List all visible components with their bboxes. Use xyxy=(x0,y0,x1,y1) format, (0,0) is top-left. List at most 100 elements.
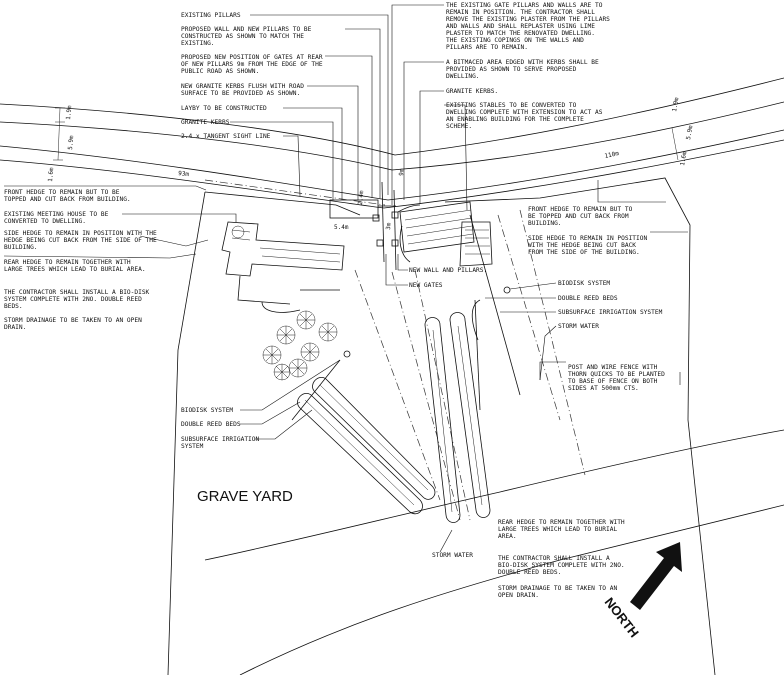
note-gate-pillars-5: PLASTER TO MATCH THE RENOVATED DWELLING. xyxy=(446,30,595,37)
dim-5-9-right: 5.9m xyxy=(685,125,694,141)
note-subsurface-right: SUBSURFACE IRRIGATION SYSTEM xyxy=(558,309,663,316)
note-side-hedge-left-1: SIDE HEDGE TO REMAIN IN POSITION WITH TH… xyxy=(4,230,157,237)
notes-bottom-right: REAR HEDGE TO REMAIN TOGETHER WITH LARGE… xyxy=(498,519,625,599)
note-storm-left-1: STORM DRAINAGE TO BE TAKEN TO AN OPEN xyxy=(4,317,142,324)
note-meeting-house-2: CONVERTED TO DWELLING. xyxy=(4,218,86,225)
stables-building xyxy=(399,201,493,267)
note-rear-hedge-right-2: LARGE TREES WHICH LEAD TO BURIAL xyxy=(498,526,617,533)
note-stables-3: AN ENABLING BUILDING FOR THE COMPLETE xyxy=(446,116,584,123)
note-storm-right-1: STORM DRAINAGE TO BE TAKEN TO AN xyxy=(498,585,617,592)
note-rear-hedge-right-3: AREA. xyxy=(498,533,517,540)
note-gate-pillars-7: PILLARS ARE TO REMAIN. xyxy=(446,44,528,51)
note-granite-kerbs-left: GRANITE KERBS xyxy=(181,119,230,126)
note-bitmac-1: A BITMACED AREA EDGED WITH KERBS SHALL B… xyxy=(446,59,599,66)
note-stables-2: DWELLING COMPLETE WITH EXTENSION TO ACT … xyxy=(446,109,603,116)
note-biodisk-system-right: BIODISK SYSTEM xyxy=(558,280,610,287)
note-gate-pillars-2: REMAIN IN POSITION. THE CONTRACTOR SHALL xyxy=(446,9,595,16)
public-road xyxy=(0,77,784,209)
note-storm-water-right: STORM WATER xyxy=(558,323,599,330)
note-biodisk-left-3: BEDS. xyxy=(4,303,23,310)
note-biodisk-right-3: DOUBLE REED BEDS. xyxy=(498,569,561,576)
note-new-gates: NEW GATES xyxy=(409,282,443,289)
site-boundary xyxy=(167,177,784,675)
note-double-reed-right: DOUBLE REED BEDS xyxy=(558,295,618,302)
note-biodisk-system-left: BIODISK SYSTEM xyxy=(181,407,233,414)
note-subsurface-left-1: SUBSURFACE IRRIGATION xyxy=(181,436,260,443)
note-fence-3: TO BASE OF FENCE ON BOTH xyxy=(568,378,658,385)
note-fence-1: POST AND WIRE FENCE WITH xyxy=(568,364,658,371)
note-front-hedge-right-1: FRONT HEDGE TO REMAIN BUT TO xyxy=(528,206,633,213)
note-gates-1: PROPOSED NEW POSITION OF GATES AT REAR xyxy=(181,54,323,61)
road-dimensions: 1.9m 5.9m 1.6m 93m 110m 1.9m 5.9m 1.6m xyxy=(47,97,695,183)
note-front-hedge-right-2: BE TOPPED AND CUT BACK FROM xyxy=(528,213,629,220)
note-bitmac-2: PROVIDED AS SHOWN TO SERVE PROPOSED xyxy=(446,66,577,73)
note-front-hedge-left-2: TOPPED AND CUT BACK FROM BUILDING. xyxy=(4,196,131,203)
note-side-hedge-right-1: SIDE HEDGE TO REMAIN IN POSITION xyxy=(528,235,647,242)
note-meeting-house-1: EXISTING MEETING HOUSE TO BE xyxy=(4,211,109,218)
grave-yard-label: GRAVE YARD xyxy=(197,488,293,505)
note-kerbs-2: SURFACE TO BE PROVIDED AS SHOWN. xyxy=(181,90,300,97)
note-proposed-wall-1: PROPOSED WALL AND NEW PILLARS TO BE xyxy=(181,26,312,33)
dim-1-6-left: 1.6m xyxy=(47,167,55,182)
dim-93: 93m xyxy=(178,170,190,178)
note-storm-left-2: DRAIN. xyxy=(4,324,26,331)
note-subsurface-left-2: SYSTEM xyxy=(181,443,204,450)
note-layby: LAYBY TO BE CONSTRUCTED xyxy=(181,105,267,112)
meeting-house xyxy=(221,221,345,313)
note-side-hedge-right-3: FROM THE SIDE OF THE BUILDING. xyxy=(528,249,640,256)
note-stables-1: EXISTING STABLES TO BE CONVERTED TO xyxy=(446,102,577,109)
notes-top-centre: EXISTING PILLARS PROPOSED WALL AND NEW P… xyxy=(181,12,389,200)
note-stables-4: SCHEME. xyxy=(446,123,472,130)
note-fence-4: SIDES AT 500mm CTS. xyxy=(568,385,639,392)
note-kerbs-1: NEW GRANITE KERBS FLUSH WITH ROAD xyxy=(181,83,304,90)
note-bitmac-3: DWELLING. xyxy=(446,73,480,80)
reed-beds-right xyxy=(343,286,511,523)
note-granite-kerbs-right: GRANITE KERBS. xyxy=(446,88,498,95)
notes-top-right: THE EXISTING GATE PILLARS AND WALLS ARE … xyxy=(391,2,610,211)
notes-gates: NEW WALL AND PILLARS. NEW GATES xyxy=(385,254,487,289)
entrance-gates: 5.4m 2.4m 9m 3m xyxy=(329,168,421,271)
note-side-hedge-right-2: WITH THE HEDGE BEING CUT BACK xyxy=(528,242,636,249)
note-gate-pillars-3: REMOVE THE EXISTING PLASTER FROM THE PIL… xyxy=(446,16,610,23)
note-gates-3: PUBLIC ROAD AS SHOWN. xyxy=(181,68,259,75)
dim-5-9-left: 5.9m xyxy=(67,135,75,150)
note-storm-right-2: OPEN DRAIN. xyxy=(498,592,539,599)
note-gate-pillars-6: THE EXISTING COPINGS ON THE WALLS AND xyxy=(446,37,584,44)
note-proposed-wall-3: EXISTING. xyxy=(181,40,215,47)
note-gates-2: OF NEW PILLARS 9m FROM THE EDGE OF THE xyxy=(181,61,323,68)
note-new-wall-pillars: NEW WALL AND PILLARS. xyxy=(409,267,487,274)
note-biodisk-right-2: BIO-DISK SYSTEM COMPLETE WITH 2NO. xyxy=(498,562,625,569)
notes-left: FRONT HEDGE TO REMAIN BUT TO BE TOPPED A… xyxy=(3,185,237,331)
note-biodisk-right-1: THE CONTRACTOR SHALL INSTALL A xyxy=(498,555,610,562)
note-fence-2: THORN QUICKS TO BE PLANTED xyxy=(568,371,665,378)
dim-9m: 9m xyxy=(398,168,406,176)
note-storm-water-bottom: STORM WATER xyxy=(432,552,473,559)
dim-1-6-right: 1.6m xyxy=(679,151,688,167)
reed-beds-left xyxy=(291,359,436,515)
note-biodisk-left-1: THE CONTRACTOR SHALL INSTALL A BIO-DISK xyxy=(4,289,150,296)
trees xyxy=(262,310,338,381)
sight-line xyxy=(204,179,386,206)
notes-right: FRONT HEDGE TO REMAIN BUT TO BE TOPPED A… xyxy=(528,180,688,256)
note-double-reed-left: DOUBLE REED BEDS xyxy=(181,421,241,428)
note-front-hedge-right-3: BUILDING. xyxy=(528,220,562,227)
access-paths xyxy=(354,209,586,521)
notes-fence: POST AND WIRE FENCE WITH THORN QUICKS TO… xyxy=(539,361,681,392)
note-existing-pillars: EXISTING PILLARS xyxy=(181,12,241,19)
note-rear-hedge-left-1: REAR HEDGE TO REMAIN TOGETHER WITH xyxy=(4,259,131,266)
dim-3m: 3m xyxy=(385,222,393,230)
dim-2-4: 2.4m xyxy=(357,190,365,205)
note-side-hedge-left-2: HEDGE BEING CUT BACK FROM THE SIDE OF TH… xyxy=(4,237,157,244)
dim-5-4: 5.4m xyxy=(334,224,349,231)
note-gate-pillars-4: AND WALLS AND SHALL REPLASTER USING LIME xyxy=(446,23,595,30)
note-sight-line: 2.4 x TANGENT SIGHT LINE xyxy=(181,133,271,140)
note-rear-hedge-right-1: REAR HEDGE TO REMAIN TOGETHER WITH xyxy=(498,519,625,526)
dim-1-9-left: 1.9m xyxy=(65,105,73,120)
notes-system-right: BIODISK SYSTEM DOUBLE REED BEDS SUBSURFA… xyxy=(485,280,663,381)
storm-water-leader xyxy=(439,529,453,553)
note-rear-hedge-left-2: LARGE TREES WHICH LEAD TO BURIAL AREA. xyxy=(4,266,146,273)
notes-system-left: BIODISK SYSTEM DOUBLE REED BEDS SUBSURFA… xyxy=(181,359,341,450)
note-biodisk-left-2: SYSTEM COMPLETE WITH 2NO. DOUBLE REED xyxy=(4,296,142,303)
note-gate-pillars-1: THE EXISTING GATE PILLARS AND WALLS ARE … xyxy=(446,2,603,9)
